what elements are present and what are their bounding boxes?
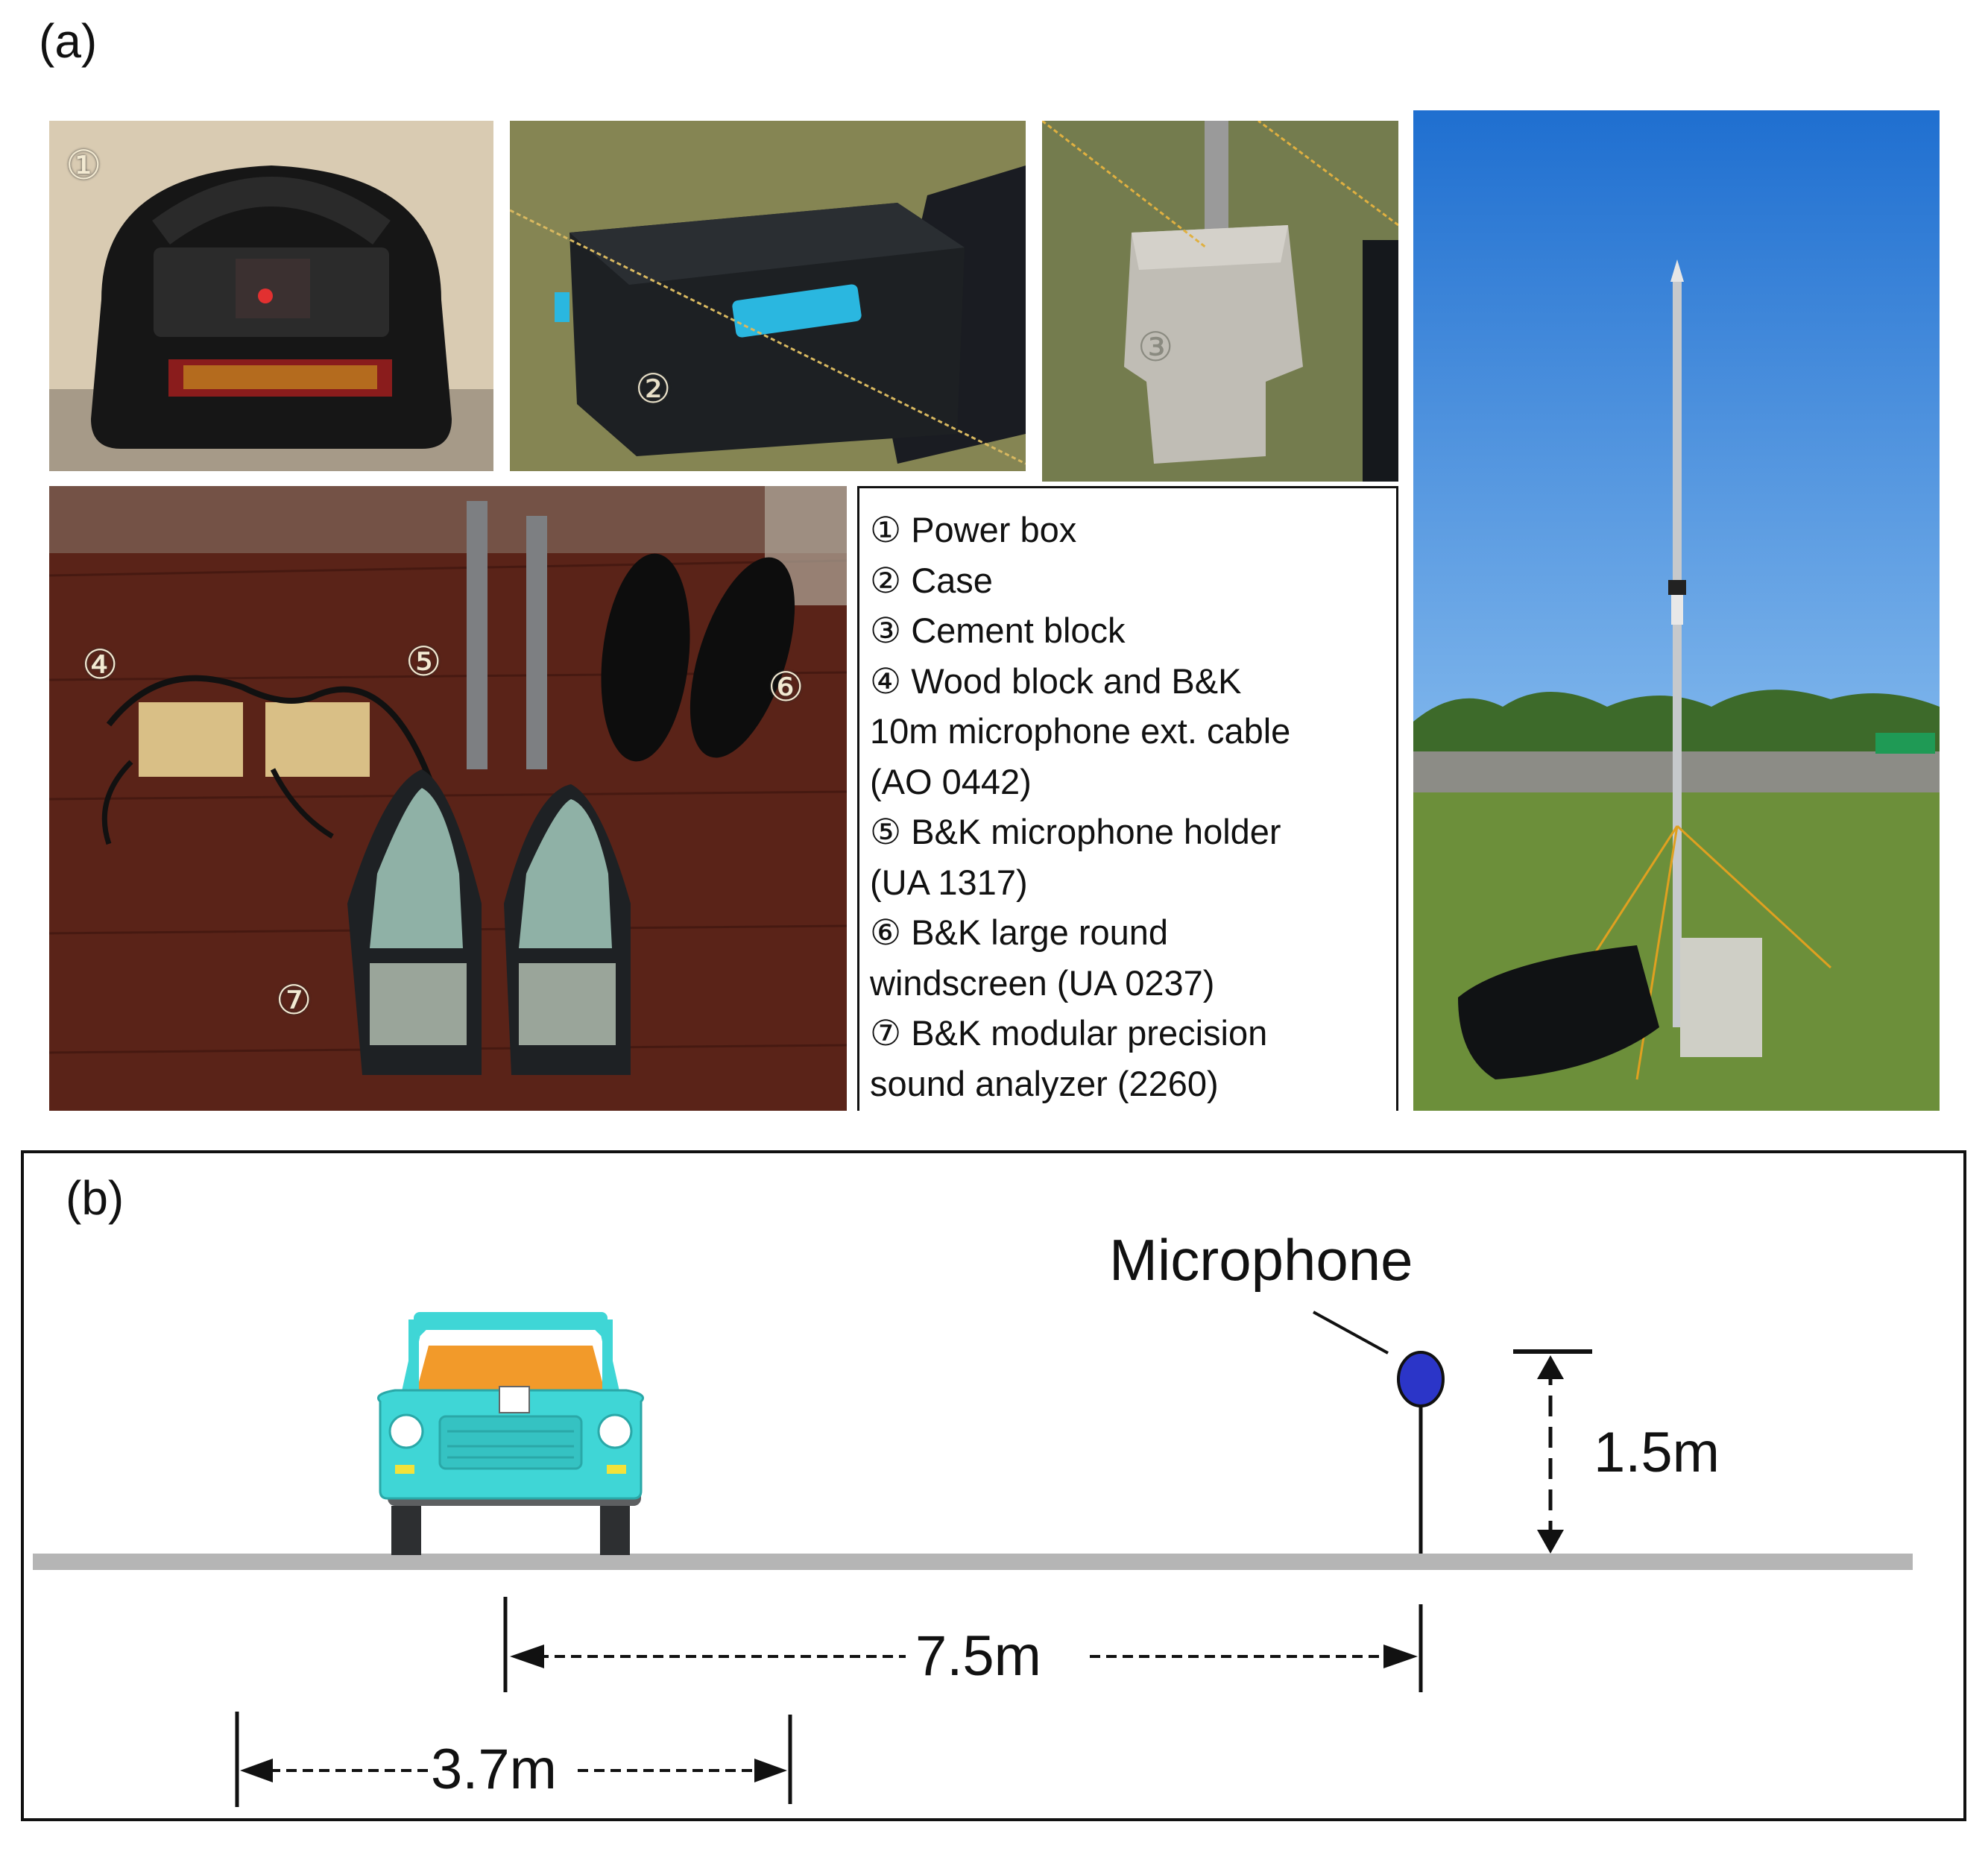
number-label-wood-block: ④	[82, 641, 119, 688]
microphone-icon	[1397, 1351, 1445, 1554]
number-label-case: ②	[635, 365, 672, 412]
legend-line: ① Power box	[870, 510, 1077, 549]
distance-dimension	[503, 1597, 1423, 1692]
panel-b-label: (b)	[66, 1171, 124, 1225]
legend-line: ⑦ B&K modular precision	[870, 1013, 1268, 1053]
microphone-label: Microphone	[1109, 1227, 1413, 1293]
equipment-legend: ① Power box ② Case ③ Cement block ④ Wood…	[857, 486, 1398, 1111]
number-label-cement-block: ③	[1137, 324, 1174, 371]
panel-b-diagram	[21, 1150, 1966, 1821]
number-label-mic-holder: ⑤	[406, 638, 442, 685]
legend-line: (UA 1317)	[870, 862, 1028, 902]
photo-field-installation	[1413, 110, 1940, 1111]
legend-line: ⑥ B&K large round	[870, 912, 1169, 952]
photo-equipment-table	[49, 486, 847, 1111]
car-icon	[377, 1312, 644, 1555]
photo-cement-block	[1042, 121, 1398, 482]
photo-power-box	[49, 121, 493, 471]
legend-line: ② Case	[870, 560, 993, 600]
legend-line: windscreen (UA 0237)	[870, 962, 1215, 1003]
legend-line: ④ Wood block and B&K	[870, 660, 1242, 701]
number-label-analyzer: ⑦	[276, 977, 312, 1024]
photo-case	[510, 121, 1026, 471]
legend-line: ③ Cement block	[870, 611, 1126, 650]
road	[33, 1554, 1913, 1570]
lane-label: 3.7m	[431, 1738, 557, 1801]
microphone-leader-line	[1313, 1311, 1389, 1355]
height-dimension	[1513, 1349, 1592, 1554]
legend-line: ⑤ B&K microphone holder	[870, 812, 1281, 851]
lane-dimension	[235, 1712, 792, 1807]
legend-line: 10m microphone ext. cable	[870, 711, 1291, 751]
legend-line: (AO 0442)	[870, 761, 1032, 801]
panel-a-label: (a)	[39, 14, 98, 68]
number-label-power-box: ①	[66, 142, 102, 189]
height-label: 1.5m	[1594, 1421, 1720, 1484]
legend-line: sound analyzer (2260)	[870, 1063, 1219, 1103]
number-label-windscreen: ⑥	[768, 663, 804, 710]
distance-label: 7.5m	[915, 1624, 1041, 1688]
